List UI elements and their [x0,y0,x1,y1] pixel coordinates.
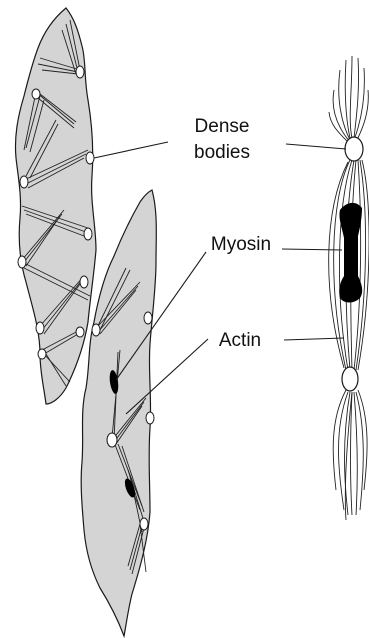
dense-body-right-upper [345,137,363,161]
myosin-leader-right [282,249,342,250]
actin-leader-right [284,338,344,340]
myosin-label: Myosin [205,234,277,256]
myosin-filament [339,203,362,303]
cell-upper-left [15,8,96,404]
dense-body-right-lower [342,367,358,391]
dense-bodies-leader-right [286,144,346,149]
contractile-unit [329,56,369,520]
actin-label: Actin [204,330,276,352]
dense-bodies-leader-left [94,142,168,158]
dense-bodies-label-line2: bodies [186,142,258,164]
dense-bodies-label-line1: Dense [186,116,258,138]
